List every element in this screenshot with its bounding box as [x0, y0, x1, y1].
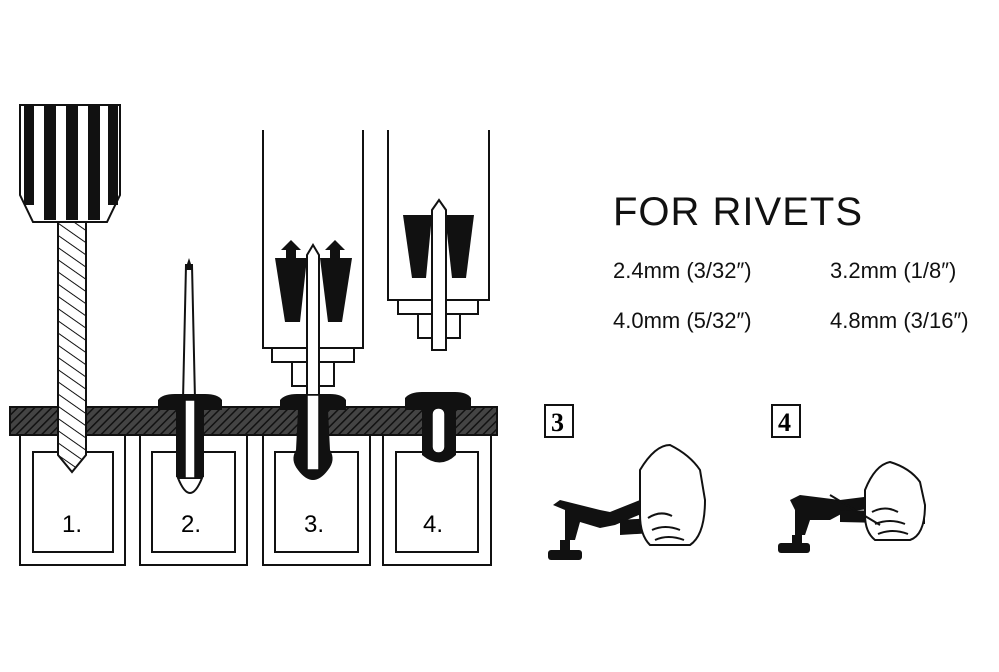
rivet-size-2: 3.2mm (1/8″) — [830, 258, 957, 283]
rivet-step-2 — [158, 258, 222, 494]
svg-text:4: 4 — [778, 408, 791, 437]
rivet-heading: FOR RIVETS — [613, 190, 864, 234]
tool-step-4 — [387, 130, 490, 463]
tool-step-3 — [262, 130, 364, 480]
step-label-2: 2. — [181, 511, 201, 538]
step-label-3: 3. — [304, 511, 324, 538]
rivet-size-1: 2.4mm (3/32″) — [613, 258, 752, 283]
rivet-size-4: 4.8mm (3/16″) — [830, 308, 969, 333]
hand-tool-figure-3: 3 — [544, 404, 707, 560]
svg-text:3: 3 — [551, 408, 564, 437]
lower-panels — [19, 434, 492, 566]
step-label-4: 4. — [423, 511, 443, 538]
rivet-size-3: 4.0mm (5/32″) — [613, 308, 752, 333]
drill-step-1 — [19, 104, 121, 474]
material-plate — [9, 406, 498, 436]
step-label-1: 1. — [62, 511, 82, 538]
hand-tool-figure-4: 4 — [771, 404, 927, 553]
